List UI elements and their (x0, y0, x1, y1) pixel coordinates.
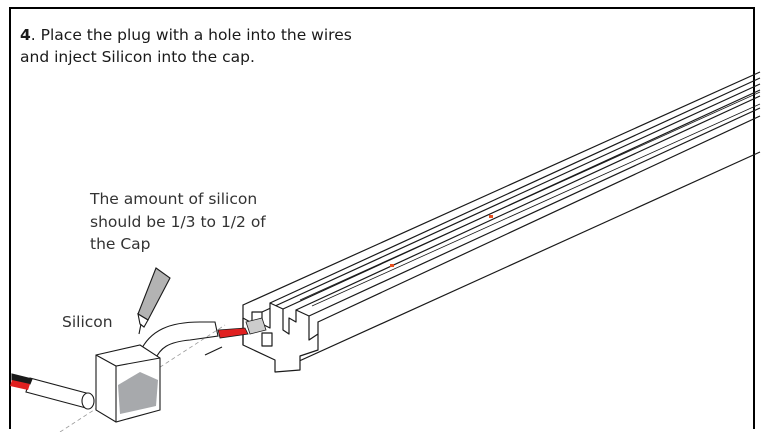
note-line1: The amount of silicon (90, 190, 258, 208)
step-number: 4 (20, 26, 31, 44)
silicone-tube (137, 267, 171, 335)
alignment-guide (204, 346, 223, 356)
end-cap (95, 344, 161, 423)
led-dot (390, 264, 394, 267)
input-cable (10, 373, 95, 410)
note-line2: should be 1/3 to 1/2 of (90, 212, 266, 231)
wire-bundle (139, 317, 267, 361)
note-line3: the Cap (90, 235, 151, 253)
led-dot (489, 215, 493, 218)
led-dots (390, 215, 493, 267)
step-line2: and inject Silicon into the cap. (20, 48, 255, 66)
step-instruction: 4. Place the plug with a hole into the w… (20, 24, 460, 68)
step-line1: . Place the plug with a hole into the wi… (30, 26, 352, 44)
silicon-label: Silicon (62, 313, 113, 331)
led-strip-channel (242, 71, 761, 373)
silicon-amount-note: The amount of silicon should be 1/3 to 1… (90, 188, 290, 256)
silicon-fill (118, 372, 158, 414)
